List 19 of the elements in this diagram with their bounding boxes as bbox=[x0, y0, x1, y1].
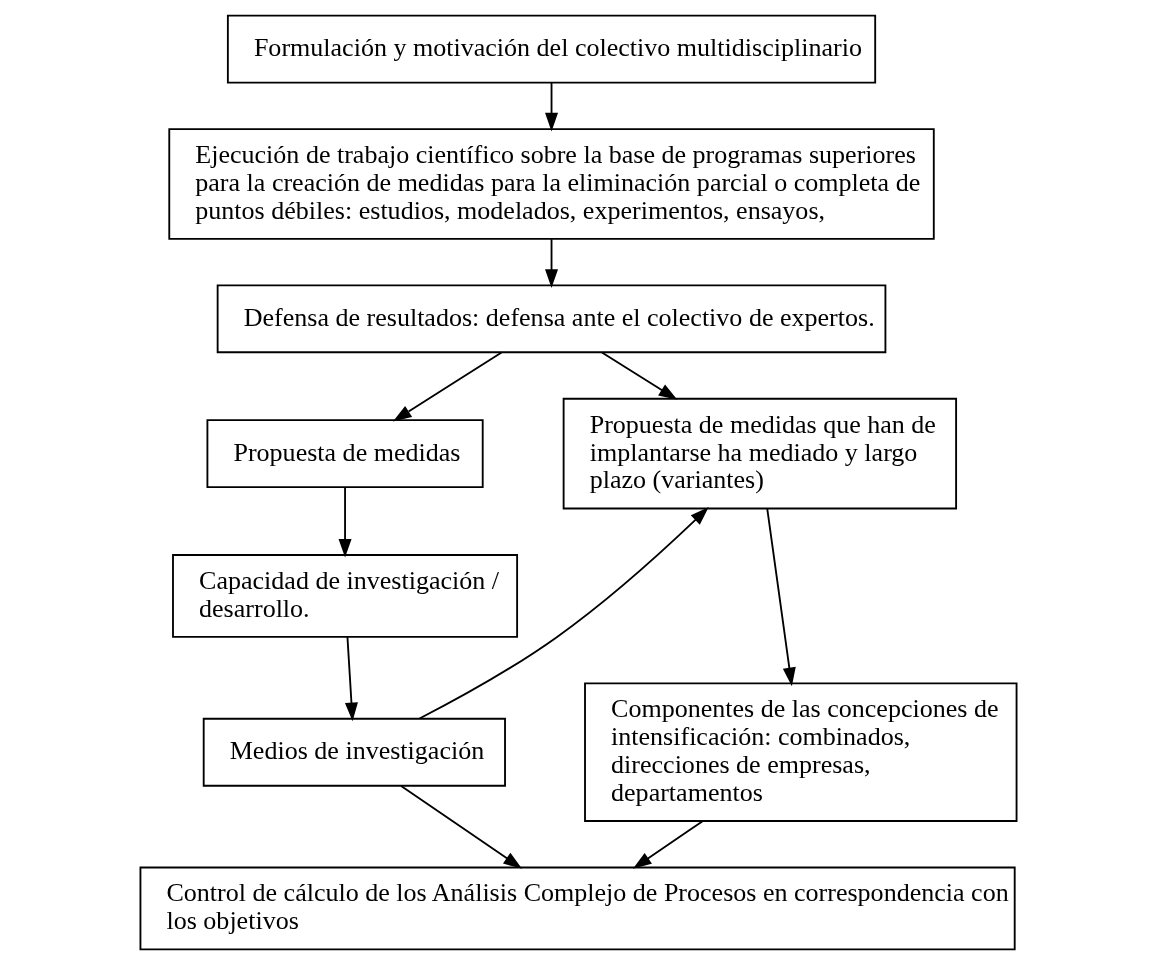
arrow bbox=[400, 785, 523, 869]
node-box: Medios de investigación bbox=[202, 717, 506, 787]
arrow bbox=[632, 820, 704, 869]
arrow bbox=[766, 508, 796, 687]
arrow bbox=[545, 81, 559, 132]
arrow bbox=[601, 351, 678, 400]
node-box: Formulación y motivación del colectivo multidisciplinario bbox=[226, 14, 877, 84]
arrow bbox=[418, 507, 709, 720]
arrow bbox=[338, 486, 352, 558]
node-box: Componentes de las concepciones de intensificación: combinados, direcciones de empresas, departamentos bbox=[584, 682, 1018, 822]
node-box: Ejecución de trabajo científico sobre la base de programas superiores para la creación de medidas para la eliminación parcial o completa de puntos débiles: estudios, modelados, experimentos, ensayos, bbox=[168, 128, 935, 240]
node-box: Defensa de resultados: defensa ante el colectivo de expertos. bbox=[216, 284, 887, 354]
node-box: Propuesta de medidas bbox=[206, 419, 484, 489]
node-box: Capacidad de investigación / desarrollo. bbox=[172, 554, 519, 638]
node-box: Propuesta de medidas que han de implantarse ha mediado y largo plazo (variantes) bbox=[562, 397, 958, 510]
arrow bbox=[344, 636, 358, 722]
arrow bbox=[392, 351, 503, 422]
node-box: Control de cálculo de los Análisis Complejo de Procesos en correspondencia con los objetivos bbox=[139, 866, 1016, 951]
arrow bbox=[545, 238, 559, 288]
